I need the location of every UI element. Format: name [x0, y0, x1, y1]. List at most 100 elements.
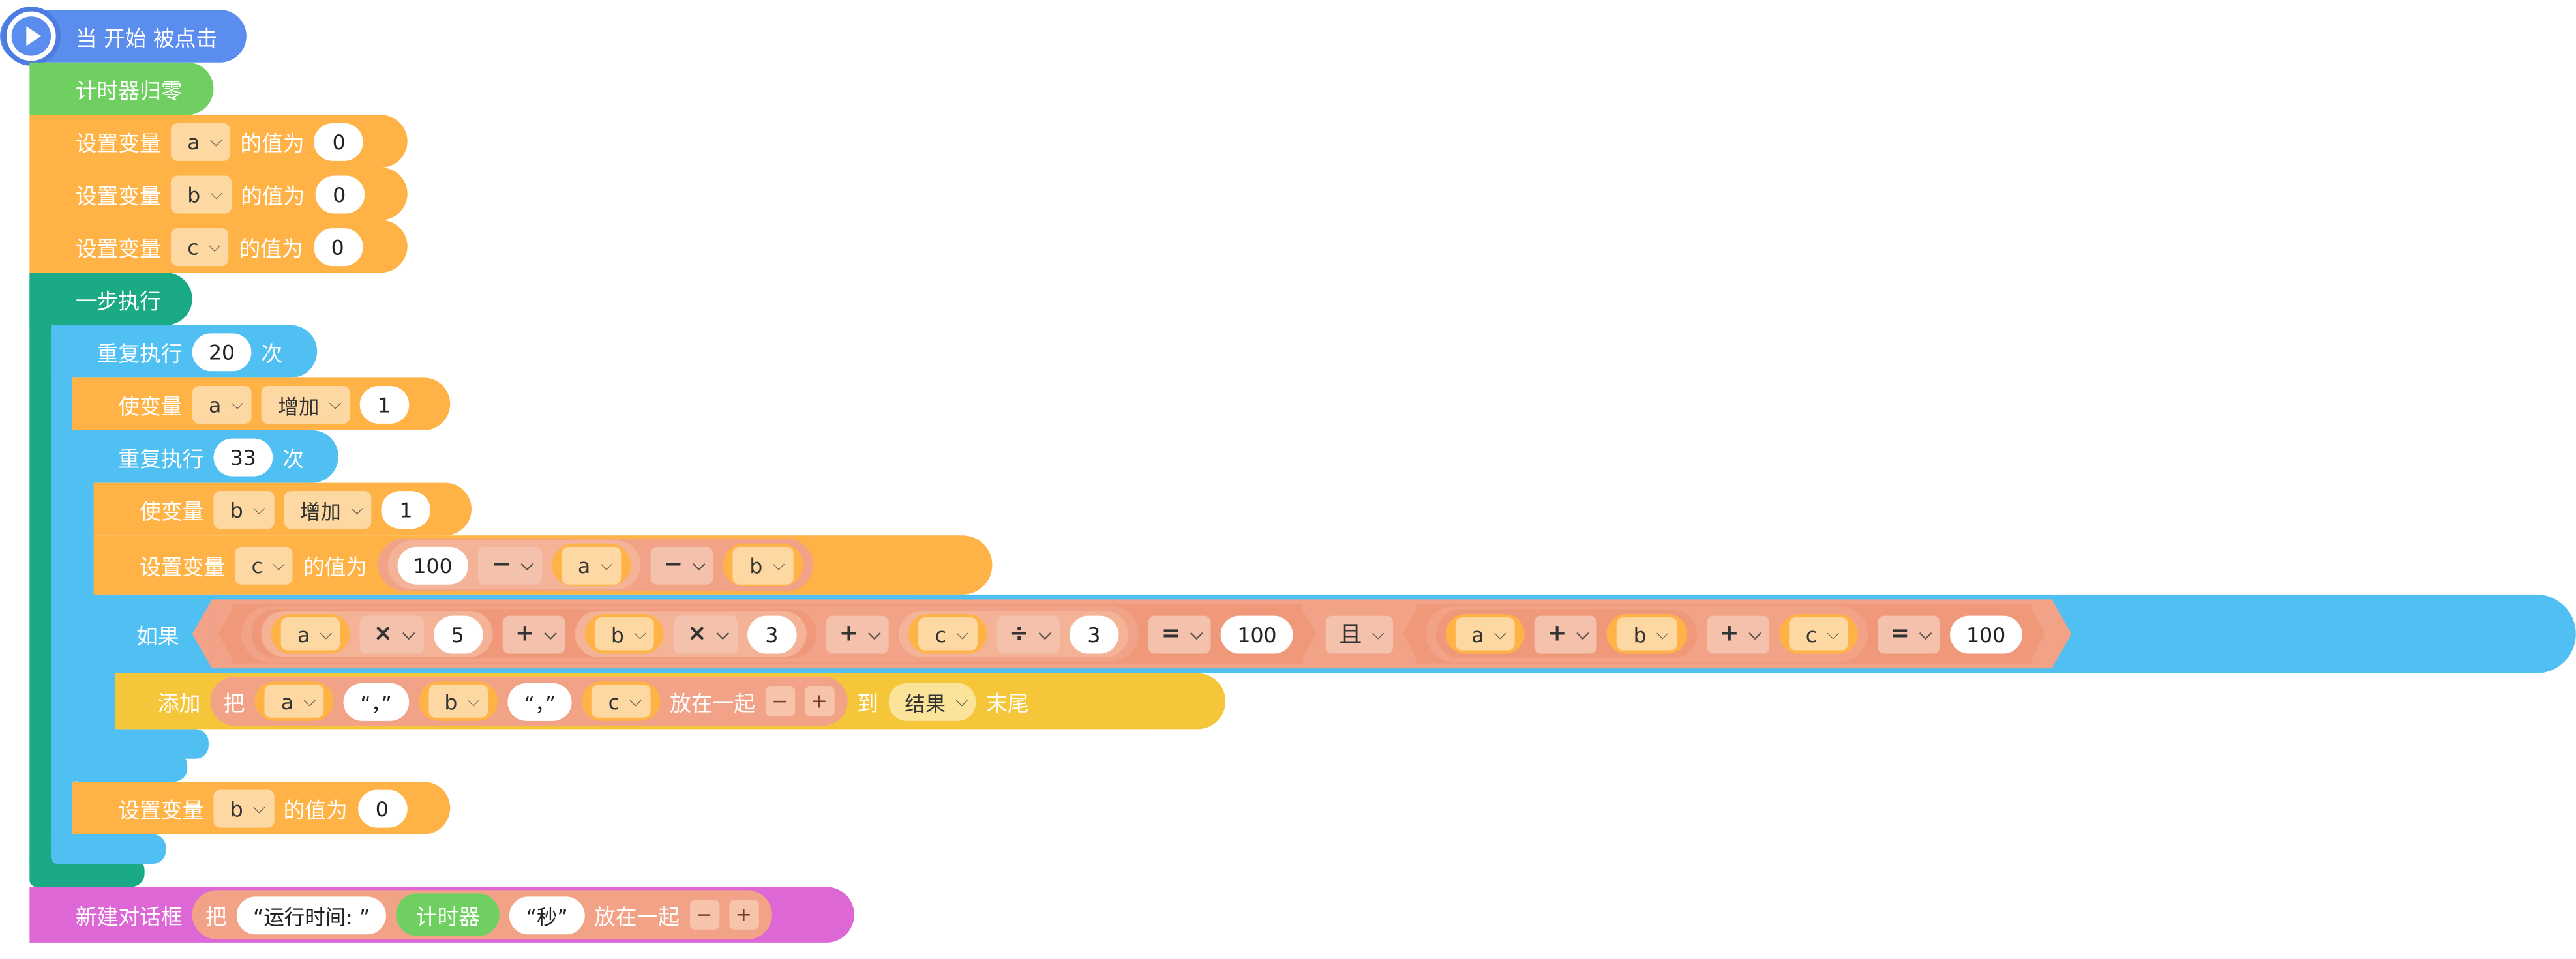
- repeat-outer-block[interactable]: 重复执行 20 次: [51, 325, 318, 378]
- variable-dropdown[interactable]: b ⌵: [1617, 617, 1677, 651]
- variable-reporter[interactable]: b ⌵: [418, 681, 498, 721]
- number-input[interactable]: 100: [397, 546, 469, 584]
- variable-reporter[interactable]: b ⌵: [723, 543, 803, 587]
- step-block-c-arm[interactable]: [29, 273, 55, 871]
- value-input[interactable]: 0: [314, 122, 364, 160]
- repeat-count-input[interactable]: 20: [192, 332, 252, 371]
- text-input[interactable]: “运行时间: ”: [236, 896, 387, 934]
- variable-reporter[interactable]: b ⌵: [1607, 614, 1687, 654]
- operation-dropdown[interactable]: 增加 ⌵: [283, 490, 372, 528]
- add-expression-inner[interactable]: a ⌵ + ⌵ b ⌵: [1435, 609, 1697, 659]
- value-input[interactable]: 0: [314, 175, 365, 213]
- variable-reporter[interactable]: a ⌵: [271, 614, 351, 654]
- add-expression[interactable]: a ⌵ × ⌵ 5 + ⌵: [241, 606, 1139, 662]
- operator-dropdown[interactable]: = ⌵: [1877, 615, 1940, 653]
- change-amount-input[interactable]: 1: [359, 385, 409, 423]
- variable-dropdown[interactable]: a ⌵: [264, 685, 324, 718]
- subtract-expression-inner[interactable]: 100 − ⌵ a ⌵: [387, 540, 641, 590]
- variable-reporter[interactable]: c ⌵: [1779, 614, 1858, 654]
- if-block[interactable]: 如果 a ⌵: [93, 594, 2576, 673]
- variable-reporter[interactable]: a ⌵: [551, 543, 631, 587]
- set-variable-c-block[interactable]: 设置变量 c ⌵ 的值为 0: [29, 220, 408, 273]
- variable-dropdown[interactable]: a ⌵: [192, 385, 252, 423]
- value-input[interactable]: 0: [357, 789, 407, 827]
- set-variable-b-block[interactable]: 设置变量 b ⌵ 的值为 0: [29, 167, 408, 220]
- operator-dropdown[interactable]: + ⌵: [826, 615, 890, 653]
- variable-dropdown[interactable]: b ⌵: [213, 490, 274, 528]
- remove-item-button[interactable]: −: [689, 900, 719, 930]
- variable-dropdown[interactable]: a ⌵: [1455, 617, 1515, 651]
- operator-dropdown[interactable]: + ⌵: [1706, 615, 1770, 653]
- new-dialog-block[interactable]: 新建对话框 把 “运行时间: ” 计时器 “秒” 放在一起 − +: [29, 887, 854, 943]
- variable-dropdown[interactable]: c ⌵: [918, 617, 977, 651]
- operator-dropdown[interactable]: − ⌵: [478, 546, 542, 584]
- variable-dropdown[interactable]: a ⌵: [171, 122, 231, 160]
- variable-dropdown[interactable]: b ⌵: [171, 175, 232, 213]
- repeat-count-input[interactable]: 33: [213, 437, 273, 476]
- join-text-reporter[interactable]: 把 a ⌵ “，” b ⌵ “，” c ⌵ 放在一起: [210, 676, 848, 726]
- equals-expression-left[interactable]: a ⌵ × ⌵ 5 + ⌵: [232, 604, 1303, 664]
- change-amount-input[interactable]: 1: [381, 490, 431, 528]
- change-variable-b-block[interactable]: 使变量 b ⌵ 增加 ⌵ 1: [93, 482, 472, 536]
- variable-dropdown[interactable]: b ⌵: [733, 546, 794, 584]
- divide-expression[interactable]: c ⌵ ÷ ⌵ 3: [899, 611, 1129, 657]
- operation-dropdown[interactable]: 增加 ⌵: [262, 385, 350, 423]
- set-variable-b-reset-block[interactable]: 设置变量 b ⌵ 的值为 0: [72, 782, 451, 834]
- inner-repeat-c-arm[interactable]: [72, 430, 97, 782]
- variable-dropdown[interactable]: c ⌵: [235, 546, 293, 584]
- text-input[interactable]: “，”: [507, 682, 573, 720]
- operator-dropdown[interactable]: × ⌵: [674, 615, 738, 653]
- add-expression-inner[interactable]: a ⌵ × ⌵ 5 + ⌵: [251, 609, 816, 659]
- variable-dropdown[interactable]: a ⌵: [561, 546, 622, 584]
- variable-dropdown[interactable]: a ⌵: [280, 617, 341, 651]
- logic-operator-dropdown[interactable]: 且 ⌵: [1326, 615, 1393, 653]
- variable-dropdown[interactable]: c ⌵: [592, 685, 650, 718]
- multiply-expression[interactable]: b ⌵ × ⌵ 3: [575, 611, 807, 657]
- variable-dropdown[interactable]: b ⌵: [213, 789, 274, 827]
- number-input[interactable]: 100: [1949, 615, 2022, 653]
- add-item-button[interactable]: +: [804, 686, 834, 716]
- subtract-expression[interactable]: 100 − ⌵ a ⌵ − ⌵ b ⌵: [377, 539, 813, 591]
- variable-dropdown[interactable]: b ⌵: [428, 685, 488, 718]
- text-input[interactable]: “，”: [344, 682, 408, 720]
- list-dropdown[interactable]: 结果 ⌵: [888, 682, 977, 720]
- operator-dropdown[interactable]: + ⌵: [502, 615, 565, 653]
- operator-dropdown[interactable]: − ⌵: [650, 546, 713, 584]
- text-input[interactable]: “秒”: [509, 896, 584, 934]
- repeat-inner-block[interactable]: 重复执行 33 次: [72, 430, 338, 483]
- timer-reporter[interactable]: 计时器: [396, 893, 500, 936]
- variable-reporter[interactable]: a ⌵: [254, 681, 335, 721]
- variable-reporter[interactable]: a ⌵: [1445, 614, 1525, 654]
- variable-reporter[interactable]: b ⌵: [584, 614, 665, 654]
- number-input[interactable]: 3: [1069, 615, 1119, 653]
- start-button[interactable]: [1, 7, 61, 66]
- variable-reporter[interactable]: c ⌵: [908, 614, 987, 654]
- value-input[interactable]: 0: [312, 227, 363, 265]
- change-variable-a-block[interactable]: 使变量 a ⌵ 增加 ⌵ 1: [72, 377, 451, 430]
- variable-reporter[interactable]: c ⌵: [582, 681, 660, 721]
- operator-dropdown[interactable]: × ⌵: [360, 615, 423, 653]
- remove-item-button[interactable]: −: [765, 686, 795, 716]
- operator-dropdown[interactable]: + ⌵: [1534, 615, 1598, 653]
- timer-reset-block[interactable]: 计时器归零: [29, 62, 214, 115]
- outer-repeat-c-arm[interactable]: [51, 325, 76, 861]
- set-variable-c-expression-block[interactable]: 设置变量 c ⌵ 的值为 100 − ⌵ a ⌵ −: [93, 535, 993, 595]
- multiply-expression[interactable]: a ⌵ × ⌵ 5: [261, 611, 492, 657]
- outer-repeat-bottom[interactable]: [51, 834, 166, 864]
- join-text-reporter[interactable]: 把 “运行时间: ” 计时器 “秒” 放在一起 − +: [192, 890, 772, 939]
- add-expression[interactable]: a ⌵ + ⌵ b ⌵: [1425, 606, 1868, 662]
- variable-dropdown[interactable]: c ⌵: [1789, 617, 1848, 651]
- number-input[interactable]: 3: [747, 615, 797, 653]
- equals-expression-right[interactable]: a ⌵ + ⌵ b ⌵: [1415, 604, 2032, 664]
- operator-dropdown[interactable]: = ⌵: [1148, 615, 1212, 653]
- step-execute-block[interactable]: 一步执行: [29, 273, 192, 325]
- if-block-bottom[interactable]: [93, 729, 209, 759]
- add-to-list-block[interactable]: 添加 把 a ⌵ “，” b ⌵ “，” c ⌵: [115, 673, 1226, 730]
- and-expression[interactable]: a ⌵ × ⌵ 5 + ⌵: [211, 599, 2052, 669]
- add-item-button[interactable]: +: [728, 900, 758, 930]
- number-input[interactable]: 100: [1221, 615, 1293, 653]
- variable-dropdown[interactable]: c ⌵: [171, 227, 230, 265]
- number-input[interactable]: 5: [433, 615, 483, 653]
- set-variable-a-block[interactable]: 设置变量 a ⌵ 的值为 0: [29, 115, 408, 168]
- variable-dropdown[interactable]: b ⌵: [594, 617, 655, 651]
